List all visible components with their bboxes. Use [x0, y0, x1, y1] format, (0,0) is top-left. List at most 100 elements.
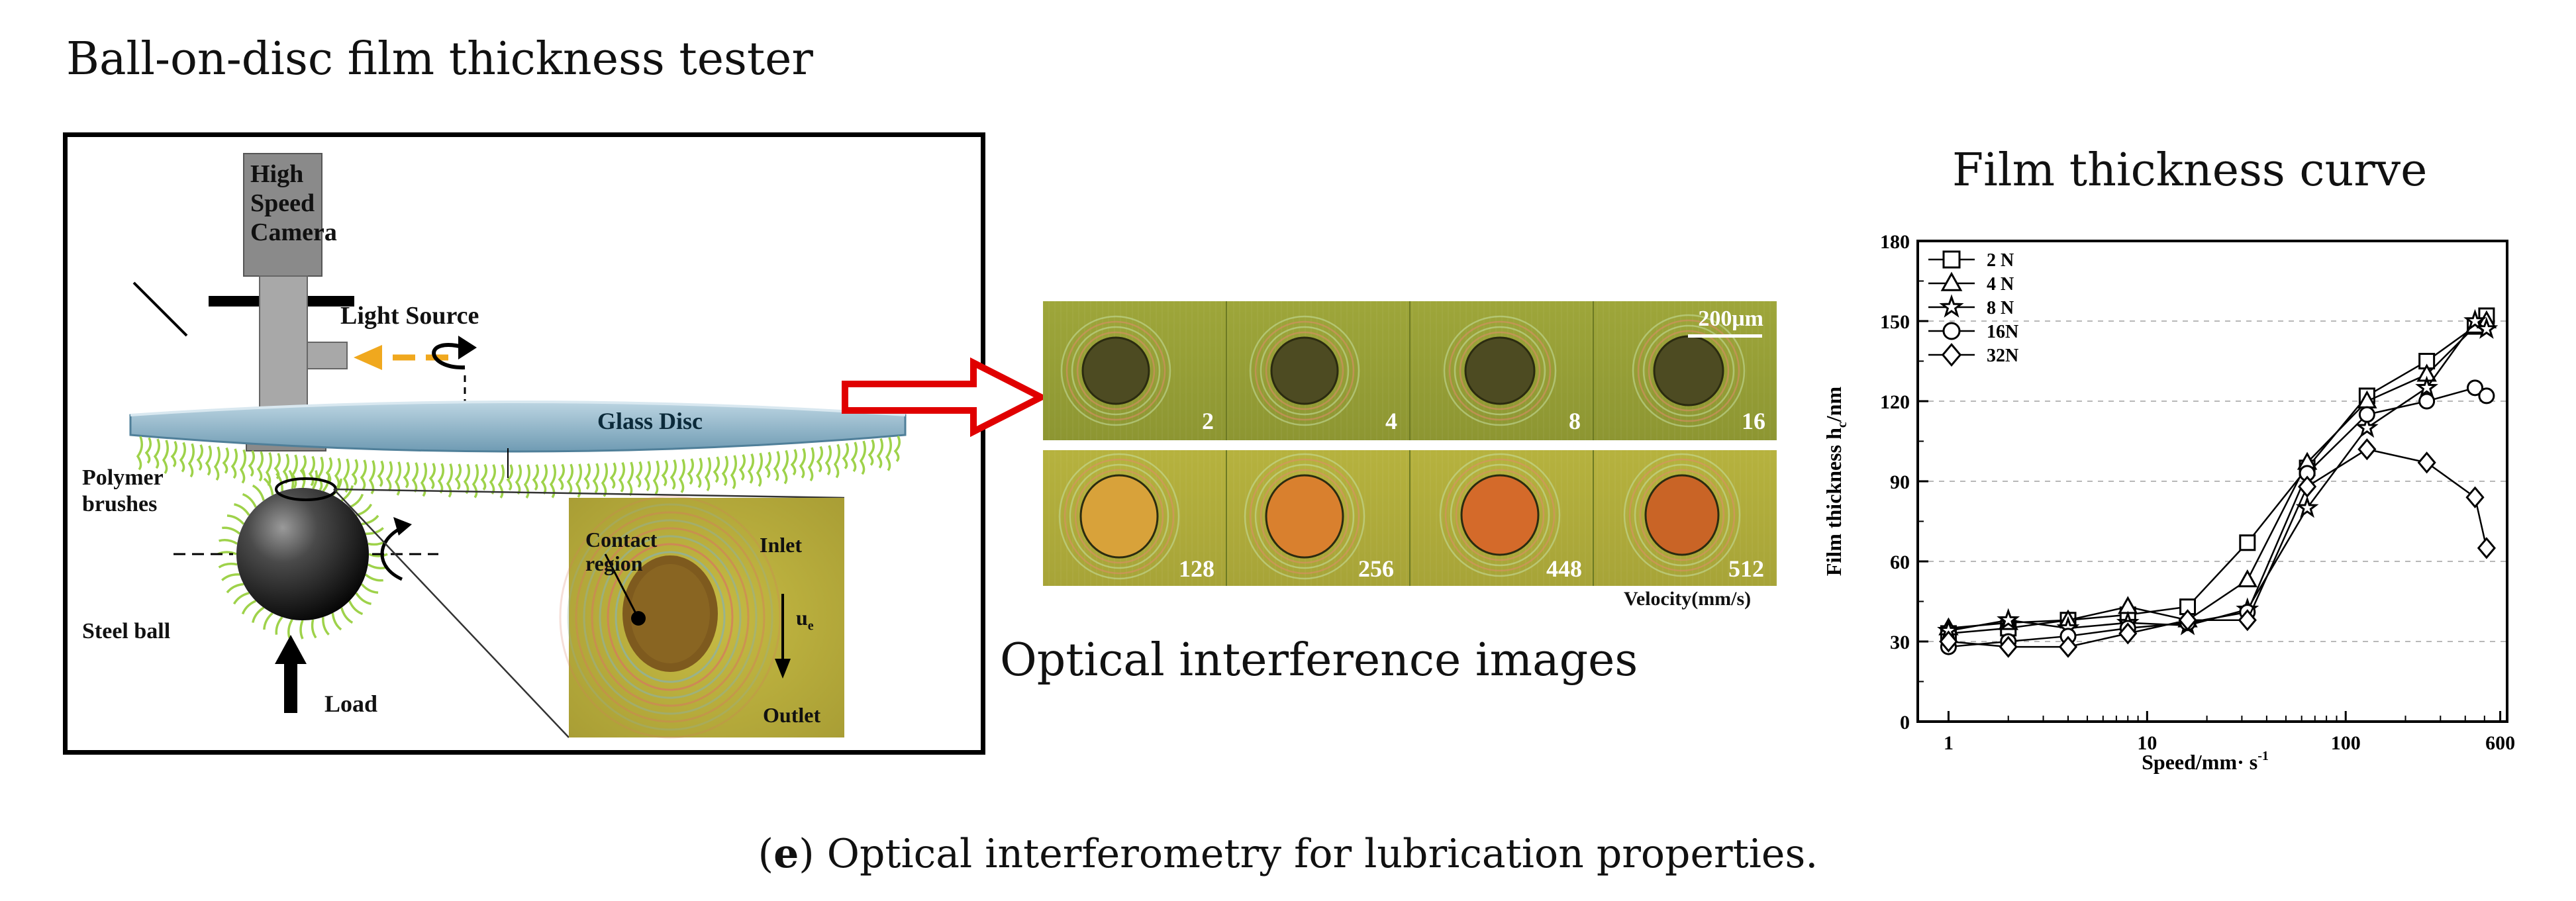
contact-ring [1637, 319, 1740, 422]
contact-ring [1454, 326, 1546, 416]
brush-strand [523, 464, 530, 499]
brush-strand [334, 457, 341, 489]
interference-ring [559, 495, 781, 739]
contact-ring [1244, 453, 1365, 580]
velocity-128: 128 [1179, 555, 1214, 582]
brush-strand [331, 612, 342, 631]
brush-strand [480, 463, 487, 491]
brush-strand [721, 455, 728, 487]
interference-ring [615, 551, 726, 683]
brush-strand [234, 503, 250, 516]
contact-ring [1455, 469, 1545, 561]
y-tick-label: 90 [1890, 471, 1910, 493]
brush-strand [876, 438, 883, 469]
brush-strand [592, 463, 599, 494]
data-point-marker [2417, 451, 2436, 474]
scale-bar [1688, 334, 1762, 338]
x-axis-label: Speed/mm· s-1 [2142, 749, 2269, 774]
brush-strand [232, 592, 250, 605]
contact-ring [1634, 463, 1730, 567]
data-point-marker [2467, 379, 2484, 397]
series-32n [1939, 438, 2496, 658]
brush-strand [252, 484, 265, 501]
y-axis-label-sub: c [1835, 422, 1850, 428]
brush-strand [635, 461, 642, 488]
brush-strand [360, 583, 379, 594]
data-point-marker [1997, 608, 2020, 630]
brush-strand [411, 462, 419, 493]
brush-strand [687, 458, 694, 485]
contact-spot [1270, 336, 1339, 405]
data-point-marker [2478, 387, 2495, 404]
brush-strand [144, 437, 152, 464]
series-2n [1940, 307, 2495, 642]
velocity-axis-label: Velocity(mm/s) [1624, 588, 1752, 610]
y-axis-label: Film thickness hc/nm [1822, 387, 1850, 577]
x-tick-label: 100 [2331, 732, 2361, 754]
brush-strand [618, 462, 625, 493]
velocity-448: 448 [1546, 555, 1582, 582]
brush-strand [348, 600, 364, 616]
contact-ring [1069, 463, 1169, 569]
figure-caption: (e) Optical interferometry for lubricati… [758, 831, 1818, 877]
interference-title: Optical interference images [1000, 634, 1638, 687]
legend-label: 4 N [1987, 274, 2014, 295]
data-point-marker [2357, 438, 2377, 461]
brush-strand [549, 464, 556, 498]
interference-row-top-image [1043, 301, 1777, 440]
brush-strand [263, 477, 274, 496]
brush-strand [275, 473, 283, 491]
interference-ring [607, 543, 734, 691]
brush-strand [497, 464, 505, 499]
interference-ring [591, 527, 750, 707]
data-point-marker [2058, 636, 2078, 658]
brush-strand [867, 439, 875, 466]
y-tick-label: 150 [1880, 311, 1910, 333]
x-tick-label: 10 [2137, 732, 2157, 754]
y-tick-label: 30 [1890, 632, 1910, 653]
data-point-marker [2465, 486, 2485, 508]
interference-row-bottom: 128 256 448 512 [1043, 450, 1777, 586]
ue-sub: e [807, 618, 814, 634]
brush-strand [275, 616, 283, 635]
brush-strand [377, 460, 384, 487]
brush-strand [713, 456, 720, 483]
brush-strand [219, 539, 238, 545]
brush-strand [368, 460, 375, 495]
brush-strand [833, 444, 840, 479]
brush-strand [566, 463, 573, 495]
brush-strand [842, 442, 849, 469]
contact-ring [1450, 463, 1550, 567]
brush-strand [242, 493, 257, 508]
brush-strand [226, 583, 244, 594]
data-point-marker [1939, 294, 1964, 318]
contact-ring [1623, 453, 1741, 577]
brush-strand [340, 607, 354, 624]
ue-main: u [796, 606, 808, 630]
ue-label: ue [796, 606, 814, 634]
brush-strand [515, 464, 522, 495]
contact-region-label: Contact region [585, 528, 657, 575]
contact-ring [1265, 331, 1344, 410]
brush-strand [213, 446, 221, 481]
interference-ring [583, 519, 758, 715]
brush-strand [893, 435, 901, 462]
brush-strand [248, 450, 255, 477]
contact-spot [1265, 474, 1344, 559]
light-source-label: Light Source [340, 302, 479, 330]
brush-strand [325, 457, 332, 484]
brush-strand [489, 464, 496, 495]
contact-ring [1254, 463, 1355, 569]
series-16n [1940, 379, 2495, 655]
brush-strand [322, 617, 330, 636]
brush-strand [652, 460, 660, 495]
outlet-label: Outlet [763, 703, 821, 727]
data-point-marker [1940, 271, 1963, 291]
polymer-label-line-1: Polymer [82, 465, 164, 490]
legend-label: 16N [1987, 322, 2018, 342]
tester-title: Ball-on-disc film thickness tester [66, 33, 813, 85]
high-speed-camera [209, 153, 354, 451]
brush-strand [506, 464, 513, 491]
camera-label-line-2: Speed [250, 189, 315, 217]
contact-spot [1460, 474, 1540, 556]
